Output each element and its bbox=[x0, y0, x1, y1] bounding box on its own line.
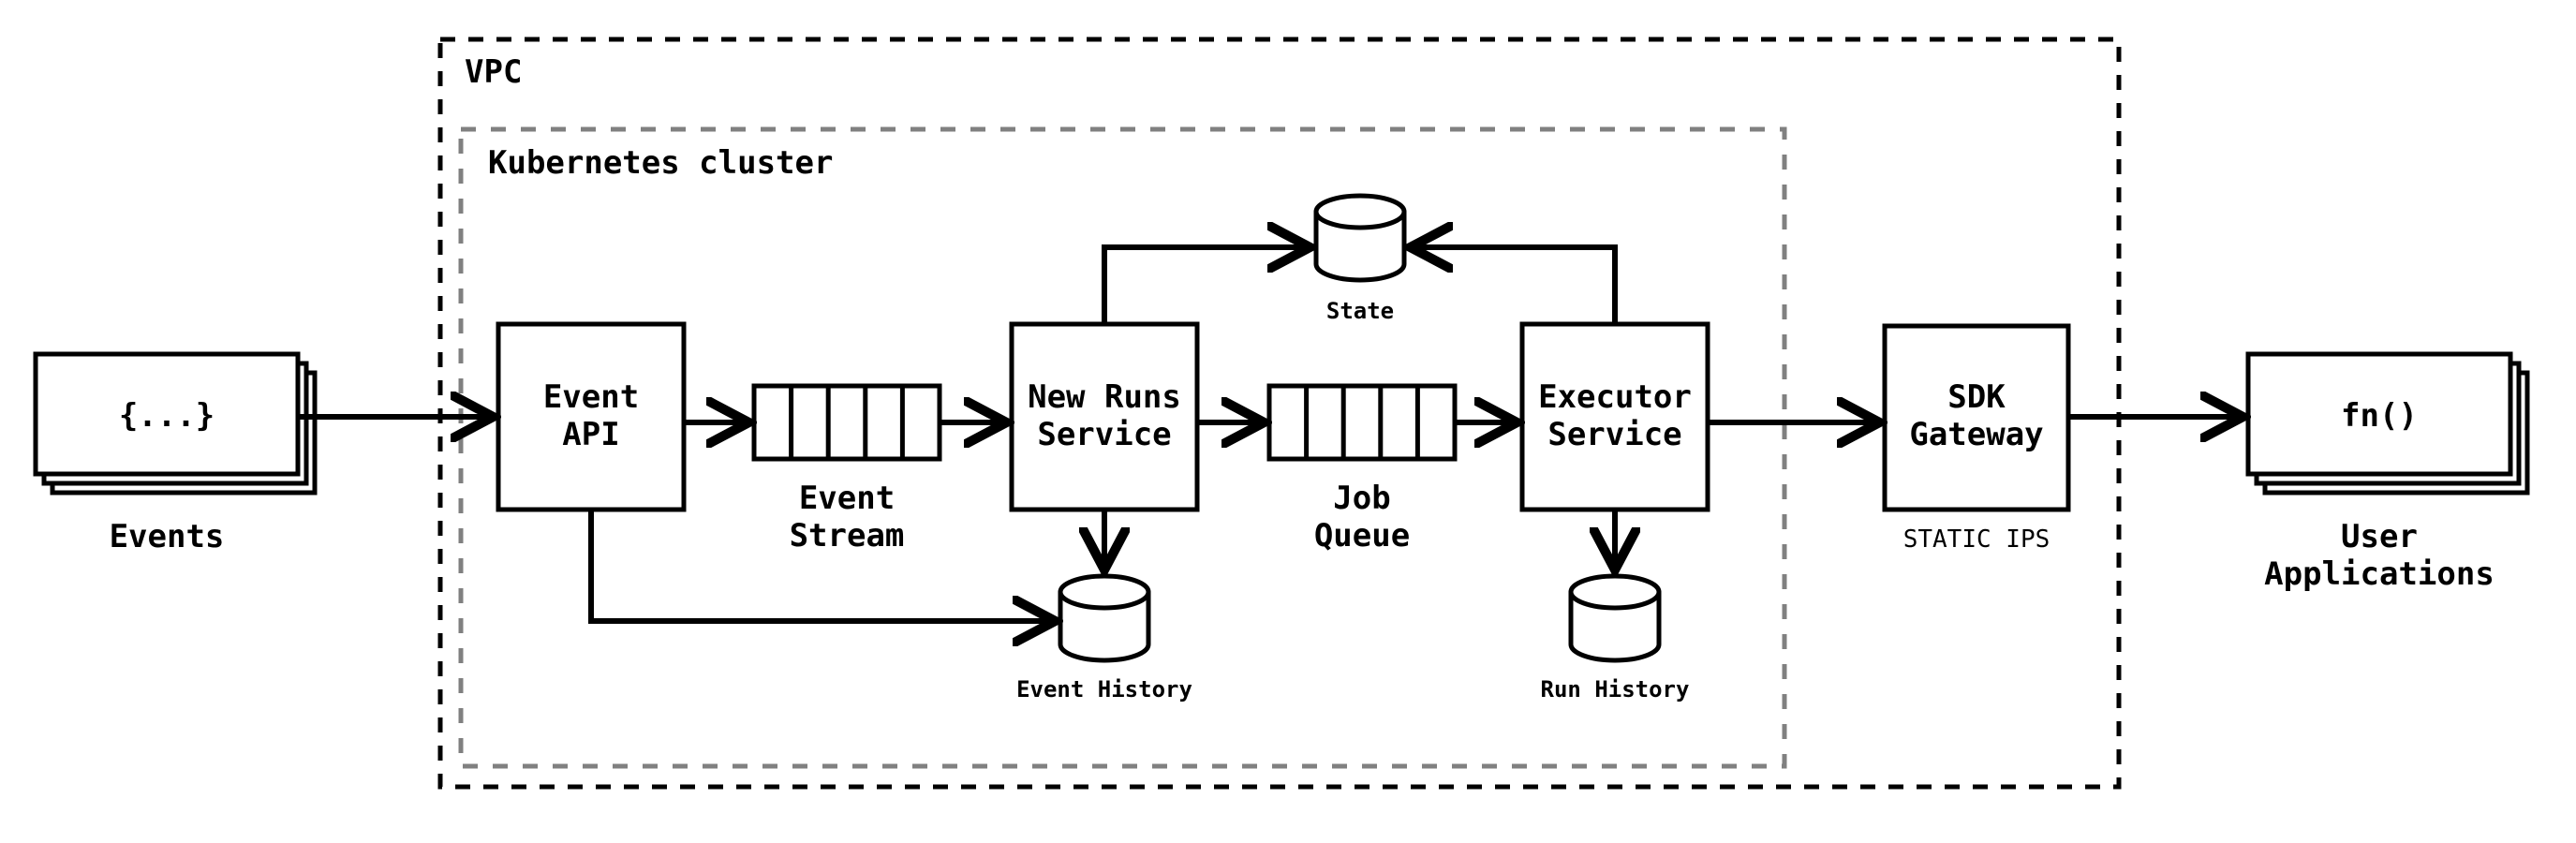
sdk-gateway-static-ips-caption: STATIC IPS bbox=[1902, 525, 2050, 554]
event-stream-caption-line1: Event bbox=[798, 480, 896, 517]
run-history-db-caption: Run History bbox=[1540, 676, 1690, 702]
new-runs-service-label-line1: New Runs bbox=[1028, 378, 1181, 416]
executor-service-label-line1: Executor bbox=[1538, 378, 1692, 416]
event-history-db-caption: Event History bbox=[1016, 676, 1192, 702]
vpc-label: VPC bbox=[465, 53, 523, 91]
edge-new-runs-service-to-state bbox=[1102, 247, 1308, 324]
event-stream-caption-line2: Stream bbox=[789, 517, 905, 555]
user-applications-caption-line2: Applications bbox=[2264, 555, 2495, 593]
edge-event-api-to-event-history bbox=[588, 510, 1053, 621]
event-api-label-line1: Event bbox=[542, 378, 640, 416]
event-history-database-cylinder-icon bbox=[1058, 573, 1151, 663]
vpc-container bbox=[437, 37, 2122, 790]
executor-service-label-line2: Service bbox=[1547, 416, 1682, 453]
sdk-gateway-label-line1: SDK bbox=[1947, 378, 2006, 416]
kubernetes-cluster-container bbox=[458, 126, 1787, 769]
job-queue-caption-line1: Job bbox=[1333, 480, 1391, 517]
job-queue-icon bbox=[1266, 383, 1458, 462]
job-queue-caption-line2: Queue bbox=[1313, 517, 1411, 555]
sdk-gateway-box[interactable] bbox=[1882, 323, 2071, 512]
new-runs-service-label-line2: Service bbox=[1037, 416, 1172, 453]
event-api-label-line2: API bbox=[562, 416, 620, 453]
user-applications-body-text: fn() bbox=[2341, 397, 2418, 435]
run-history-database-cylinder-icon bbox=[1568, 573, 1662, 663]
events-caption: Events bbox=[109, 518, 225, 555]
user-applications-caption-line1: User bbox=[2341, 518, 2418, 555]
user-applications-stack-icon bbox=[2245, 351, 2530, 495]
state-db-caption: State bbox=[1325, 298, 1395, 324]
event-stream-queue-icon bbox=[751, 383, 942, 462]
new-runs-service-box[interactable] bbox=[1009, 321, 1200, 512]
kubernetes-cluster-label: Kubernetes cluster bbox=[488, 144, 834, 182]
sdk-gateway-label-line2: Gateway bbox=[1909, 416, 2044, 453]
events-stack-icon bbox=[33, 351, 318, 495]
edge-executor-service-to-state bbox=[1413, 247, 1618, 324]
events-body-text: {...} bbox=[118, 397, 215, 435]
state-database-cylinder-icon bbox=[1313, 193, 1407, 283]
